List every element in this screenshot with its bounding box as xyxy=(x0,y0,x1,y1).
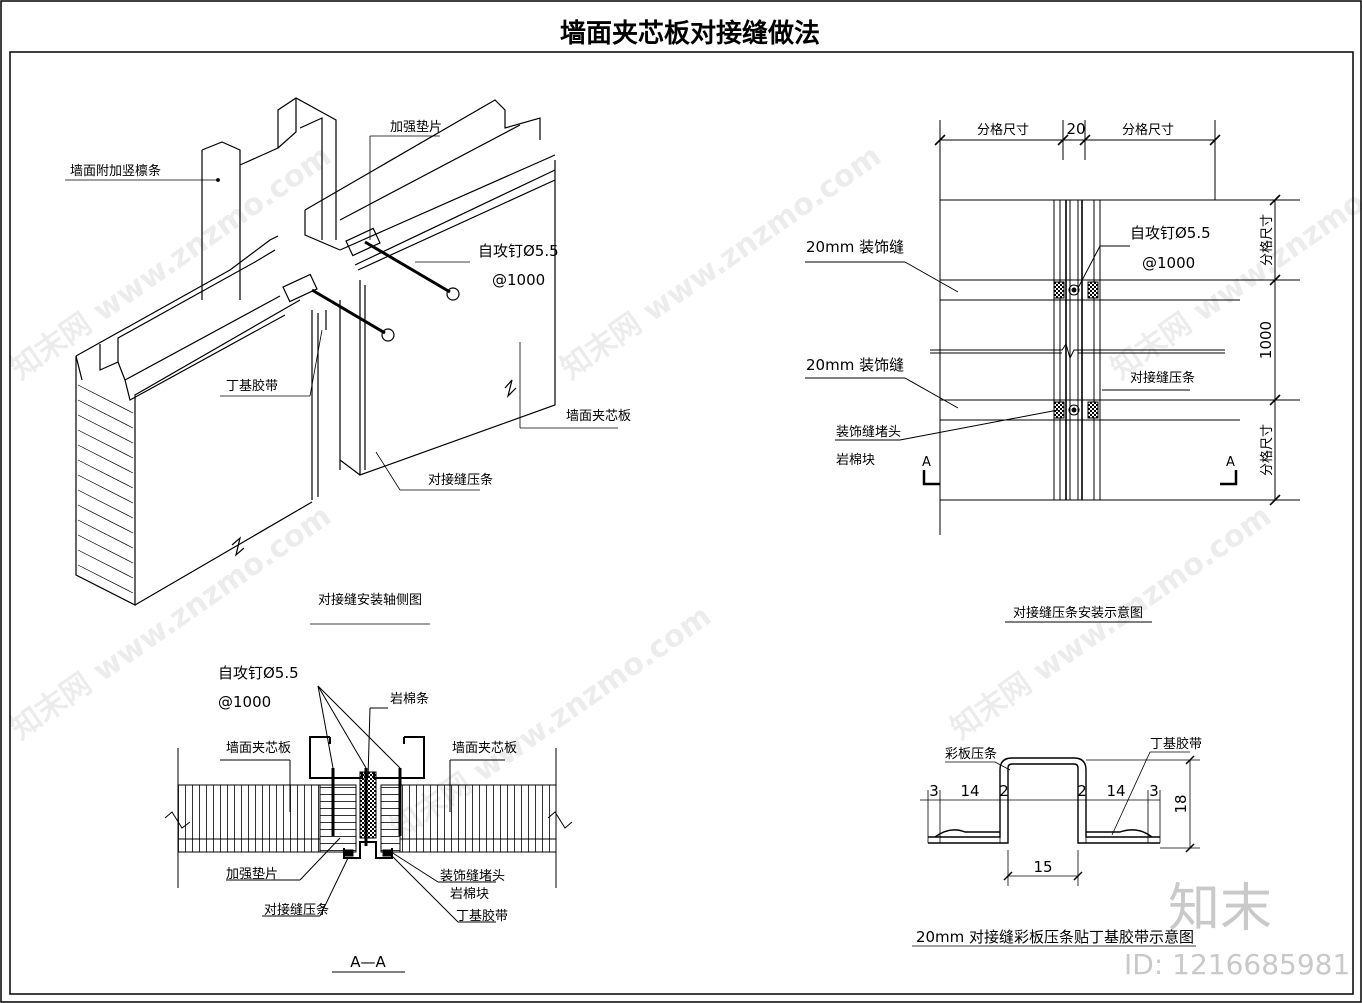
prof-dim-d3: 2 xyxy=(999,782,1009,800)
watermark-6: 知末网 www.znzmo.com xyxy=(945,499,1278,747)
prof-caption: 20mm 对接缝彩板压条贴丁基胶带示意图 xyxy=(916,928,1194,946)
sec-label-tape: 丁基胶带 xyxy=(456,908,508,924)
elev-label-spacing: @1000 xyxy=(1142,254,1195,272)
elev-label-plug: 装饰缝堵头 xyxy=(836,425,901,440)
prof-dim-d2: 14 xyxy=(960,782,979,800)
elevation-view xyxy=(805,120,1300,623)
iso-label-screw: 自攻钉Ø5.5 xyxy=(478,242,559,260)
watermark-2: 知末网 www.znzmo.com xyxy=(555,139,888,387)
elev-dim-gap: 20 xyxy=(1066,120,1085,138)
elev-dim-vert-top: 分格尺寸 xyxy=(1259,214,1275,266)
sec-label-plug: 装饰缝堵头 xyxy=(440,869,505,884)
watermark-logo: 知末 xyxy=(1168,879,1272,939)
prof-dim-d4: 2 xyxy=(1077,782,1087,800)
sec-label-wool-strip: 岩棉条 xyxy=(390,691,429,707)
iso-caption: 对接缝安装轴侧图 xyxy=(318,592,422,608)
elev-dim-grid-right: 分格尺寸 xyxy=(1122,122,1174,138)
prof-label-strip: 彩板压条 xyxy=(945,746,997,762)
sec-label-spacing: @1000 xyxy=(218,693,271,711)
watermark-1: 知末网 www.znzmo.com xyxy=(5,139,338,387)
watermark-id: ID: 1216685981 xyxy=(1124,948,1350,981)
elev-section-mark-left: A xyxy=(922,455,931,470)
elev-label-strip: 对接缝压条 xyxy=(1130,370,1195,386)
prof-label-tape: 丁基胶带 xyxy=(1150,736,1202,752)
elev-dim-vert-bot: 分格尺寸 xyxy=(1259,424,1275,476)
watermark-4: 知末网 www.znzmo.com xyxy=(5,499,338,747)
elev-caption: 对接缝压条安装示意图 xyxy=(1013,605,1143,621)
prof-dim-height: 18 xyxy=(1172,794,1190,813)
elev-label-wool: 岩棉块 xyxy=(836,453,875,468)
inner-border xyxy=(9,51,1354,995)
sheet-title: 墙面夹芯板对接缝做法 xyxy=(560,18,820,49)
left-panel-end-hatch xyxy=(77,384,134,594)
prof-dim-d1: 3 xyxy=(929,782,939,800)
sec-caption: A—A xyxy=(350,953,386,971)
iso-label-spacing: @1000 xyxy=(492,271,545,289)
iso-label-purlin: 墙面附加竖檩条 xyxy=(70,163,161,179)
iso-label-shim: 加强垫片 xyxy=(390,119,442,135)
iso-view xyxy=(75,97,556,606)
sec-label-wool: 岩棉块 xyxy=(450,887,489,902)
sec-label-shim: 加强垫片 xyxy=(226,866,278,882)
sec-label-strip: 对接缝压条 xyxy=(264,902,329,918)
prof-dim-width: 15 xyxy=(1033,858,1052,876)
iso-label-tape: 丁基胶带 xyxy=(226,378,278,394)
sec-label-screw: 自攻钉Ø5.5 xyxy=(218,664,299,682)
sec-label-panel-left: 墙面夹芯板 xyxy=(226,741,291,756)
prof-dim-d6: 3 xyxy=(1149,782,1159,800)
elev-label-deco2: 20mm 装饰缝 xyxy=(806,356,904,374)
elev-label-deco1: 20mm 装饰缝 xyxy=(806,238,904,256)
iso-label-panel: 墙面夹芯板 xyxy=(566,409,631,424)
prof-dim-d5: 14 xyxy=(1106,782,1125,800)
profile-view xyxy=(912,751,1200,947)
elev-dim-grid-left: 分格尺寸 xyxy=(977,122,1029,138)
elev-dim-vert-mid: 1000 xyxy=(1257,321,1275,359)
elev-label-screw: 自攻钉Ø5.5 xyxy=(1130,224,1211,242)
section-view xyxy=(164,685,573,973)
sec-label-panel-right: 墙面夹芯板 xyxy=(452,741,517,756)
iso-label-strip: 对接缝压条 xyxy=(428,472,493,488)
elev-section-mark-right: A xyxy=(1226,455,1235,470)
